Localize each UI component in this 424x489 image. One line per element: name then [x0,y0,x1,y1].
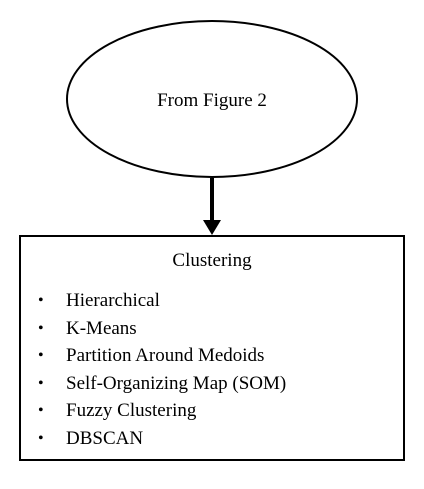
method-item: • Fuzzy Clustering [38,397,286,425]
method-label: Self-Organizing Map (SOM) [66,372,287,394]
source-ellipse [66,20,358,178]
method-label: DBSCAN [66,427,144,449]
clustering-box [19,235,405,461]
method-item: • K-Means [38,315,286,343]
method-label: Fuzzy Clustering [66,400,197,422]
method-item: • Self-Organizing Map (SOM) [38,370,286,398]
bullet-icon: • [38,402,44,420]
method-item: • DBSCAN [38,425,286,453]
bullet-icon: • [38,347,44,365]
clustering-box-title: Clustering [172,250,252,271]
method-label: Partition Around Medoids [66,345,265,367]
method-item: • Hierarchical [38,287,286,315]
bullet-icon: • [38,319,44,337]
method-label: Hierarchical [66,290,160,311]
arrow-head [203,220,221,235]
method-item: • Partition Around Medoids [38,342,286,370]
clustering-method-list: • Hierarchical • K-Means • Partition Aro… [38,287,286,453]
bullet-icon: • [38,374,44,392]
bullet-icon: • [38,292,44,309]
method-label: K-Means [66,317,137,339]
bullet-icon: • [38,429,44,447]
source-node-label: From Figure 2 [157,90,267,111]
